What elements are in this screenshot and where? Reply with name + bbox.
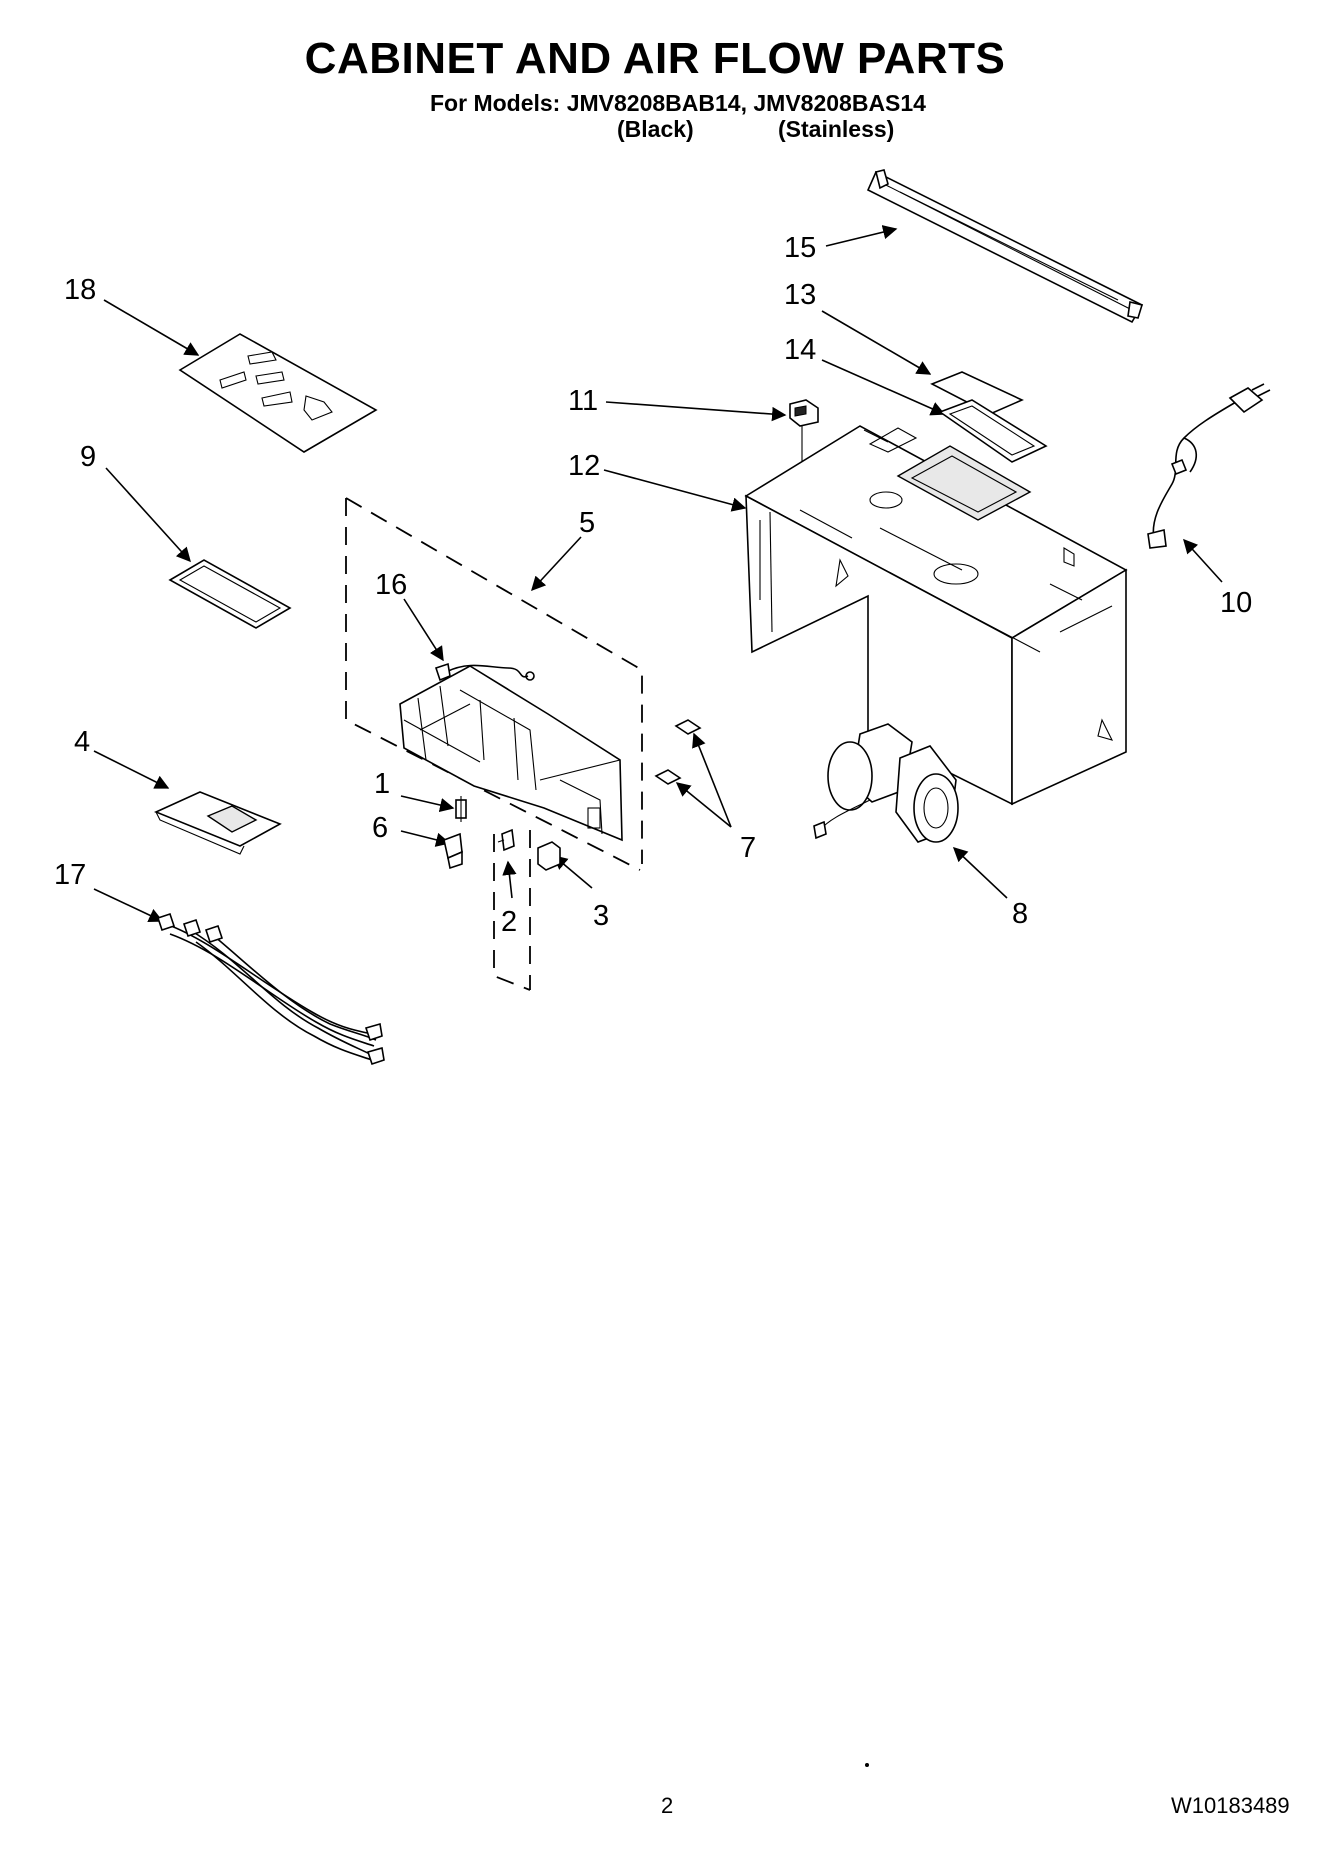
part-1-fuse [455, 796, 467, 822]
variant-stainless-label: (Stainless) [778, 116, 895, 142]
callout-8: 8 [1012, 898, 1029, 930]
variant-black-label: (Black) [617, 116, 694, 142]
part-8-blower-motor [813, 723, 959, 843]
page-number: 2 [661, 1793, 674, 1818]
part-10-power-cord [1147, 383, 1271, 549]
callout-5: 5 [579, 507, 596, 539]
callout-6: 6 [372, 812, 389, 844]
part-6-thermostat [443, 832, 463, 870]
callout-7: 7 [740, 832, 757, 864]
part-7-brackets [654, 719, 702, 785]
part-12-cabinet [744, 425, 1128, 806]
callout-12: 12 [568, 450, 601, 482]
part-2-switch [497, 828, 515, 852]
callout-3: 3 [593, 900, 610, 932]
callout-9: 9 [80, 441, 97, 473]
callout-10: 10 [1220, 587, 1253, 619]
leader-arrows [93, 225, 1223, 922]
part-5-assembly-outline [345, 497, 643, 991]
part-15-top-rail [866, 169, 1144, 324]
callout-4: 4 [74, 726, 91, 758]
document-number: W10183489 [1171, 1793, 1290, 1818]
page-title: CABINET AND AIR FLOW PARTS [304, 34, 1006, 83]
callout-18: 18 [64, 274, 97, 306]
callout-1: 1 [374, 768, 391, 800]
callout-2: 2 [501, 906, 518, 938]
part-14-grille-tray [938, 399, 1048, 463]
part-18-hardware-bag [178, 333, 378, 453]
callout-15: 15 [784, 232, 817, 264]
callout-11: 11 [568, 385, 599, 417]
part-11-clip [789, 399, 819, 470]
models-line: For Models: JMV8208BAB14, JMV8208BAS14 [430, 90, 926, 116]
callout-16: 16 [375, 569, 408, 601]
callout-14: 14 [784, 334, 817, 366]
part-3-relay [537, 841, 561, 871]
callout-17: 17 [54, 859, 87, 891]
part-17-wire-harness [156, 912, 385, 1066]
part-4-tray [153, 791, 282, 855]
part-9-filter-pad [168, 559, 292, 629]
page-dot [865, 1763, 869, 1767]
control-bracket-assembly [399, 665, 623, 842]
callout-13: 13 [784, 279, 817, 311]
